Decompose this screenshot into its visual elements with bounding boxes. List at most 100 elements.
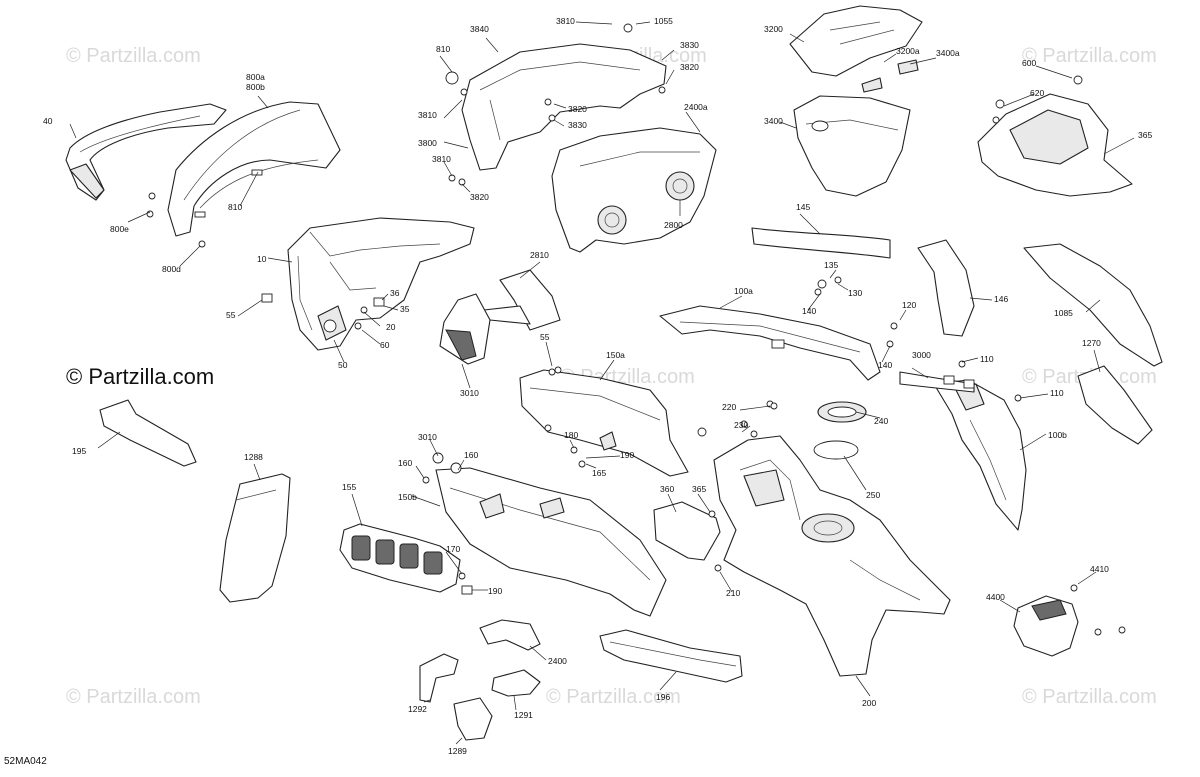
callout-2800: 2810 — [530, 250, 549, 260]
callout-150a: 150a — [606, 350, 625, 360]
callout-120: 120 — [902, 300, 916, 310]
diagram-code: 52MA042 — [4, 756, 47, 767]
callout-630: 620 — [1030, 88, 1044, 98]
callout-3810: 3810 — [432, 154, 451, 164]
callout-4410: 4410 — [1090, 564, 1109, 574]
part-195-trim — [99, 399, 197, 467]
callout-160: 160 — [398, 458, 412, 468]
callout-3840: 3840 — [470, 24, 489, 34]
callout-35: 35 — [400, 304, 410, 314]
callout-3400: 3400 — [764, 116, 783, 126]
callout-labels: 40 800a 800b 800e 810 800d 10 55 36 35 2… — [43, 16, 1152, 756]
callout-1288: 1289 — [448, 746, 467, 756]
part-800-cowl — [146, 101, 341, 248]
callout-40: 50 — [338, 360, 348, 370]
part-200-body — [713, 400, 951, 677]
part-1085-panel — [1077, 365, 1153, 445]
callout-1291: 1292 — [408, 704, 427, 714]
part-150b-panel — [422, 452, 667, 617]
callout-190: 190 — [488, 586, 502, 596]
callout-210: 210 — [726, 588, 740, 598]
part-360 — [653, 501, 721, 561]
callout-50: 55 — [540, 332, 550, 342]
callout-190: 190 — [620, 450, 634, 460]
part-146-panel — [917, 239, 975, 337]
part-196-trim — [599, 629, 743, 683]
callout-2400: 2400a — [684, 102, 708, 112]
part-145-strip — [751, 227, 891, 259]
callout-135: 135 — [824, 260, 838, 270]
watermark-main: © Partzilla.com — [66, 364, 215, 389]
callout-145: 145 — [796, 202, 810, 212]
callout-1085: 1270 — [1082, 338, 1101, 348]
callout-1289: 1291 — [514, 710, 533, 720]
callout-196: 196 — [656, 692, 670, 702]
callout-20: 20 — [386, 322, 396, 332]
callout-180: 180 — [564, 430, 578, 440]
part-4400 — [1013, 584, 1126, 657]
part-1289 — [491, 669, 541, 697]
callout-800b: 40 — [43, 116, 53, 126]
part-2400-headlight — [551, 127, 717, 253]
part-1055-panel — [1023, 243, 1163, 367]
callout-3820: 3820 — [680, 62, 699, 72]
part-100b-panel — [933, 379, 1027, 531]
hardware-fasteners — [548, 276, 898, 437]
part-800b-trim — [65, 103, 227, 201]
callout-100a: 100a — [734, 286, 753, 296]
callout-800e: 810 — [228, 202, 242, 212]
callout-150b: 150b — [398, 492, 417, 502]
callout-200: 200 — [862, 698, 876, 708]
callout-600: 365 — [1138, 130, 1152, 140]
watermark: © Partzilla.com — [66, 45, 201, 67]
part-1288 — [453, 697, 493, 741]
callout-110: 110 — [980, 354, 994, 364]
part-1292 — [479, 619, 541, 651]
part-3400-bin — [793, 95, 911, 197]
part-155-grille — [339, 523, 461, 593]
callout-146: 146 — [994, 294, 1008, 304]
callout-130: 130 — [848, 288, 862, 298]
callout-100b: 100b — [1048, 430, 1067, 440]
part-240-ring — [817, 401, 867, 423]
part-150a-panel — [519, 366, 689, 477]
callout-240: 240 — [874, 416, 888, 426]
callout-3000: 3010 — [460, 388, 479, 398]
callout-2810: 3000 — [912, 350, 931, 360]
watermark: © Partzilla.com — [1022, 686, 1157, 708]
watermark: © Partzilla.com — [1022, 45, 1157, 67]
callout-195: 195 — [72, 446, 86, 456]
part-2800-bracket — [483, 269, 561, 331]
part-1291 — [419, 653, 459, 703]
callout-140: 140 — [802, 306, 816, 316]
part-3000-vent — [439, 293, 491, 365]
callout-170: 170 — [446, 544, 460, 554]
callout-3810: 3810 — [556, 16, 575, 26]
callout-1292: 2400 — [548, 656, 567, 666]
callout-810: 1055 — [654, 16, 673, 26]
callout-3010: 3010 — [418, 432, 437, 442]
callout-800d: 800e — [110, 224, 129, 234]
part-250-ring — [813, 440, 859, 460]
callout-230: 230 — [734, 420, 748, 430]
callout-250: 250 — [866, 490, 880, 500]
callout-220: 220 — [722, 402, 736, 412]
callout-155: 155 — [342, 482, 356, 492]
part-3200-cover — [789, 5, 923, 93]
callout-10: 10 — [257, 254, 267, 264]
watermark: © Partzilla.com — [546, 686, 681, 708]
callout-160: 160 — [464, 450, 478, 460]
callout-3200: 3200 — [764, 24, 783, 34]
callout-1270: 1288 — [244, 452, 263, 462]
callout-810: 810 — [436, 44, 450, 54]
callout-60: 60 — [380, 340, 390, 350]
callout-3400a: 3400a — [936, 48, 960, 58]
part-100a-trim — [659, 305, 881, 381]
callout-140: 140 — [878, 360, 892, 370]
callout-3810: 3810 — [418, 110, 437, 120]
part-1270-panel — [219, 473, 291, 603]
callout-365: 365 — [692, 484, 706, 494]
callout-110: 110 — [1050, 388, 1064, 398]
